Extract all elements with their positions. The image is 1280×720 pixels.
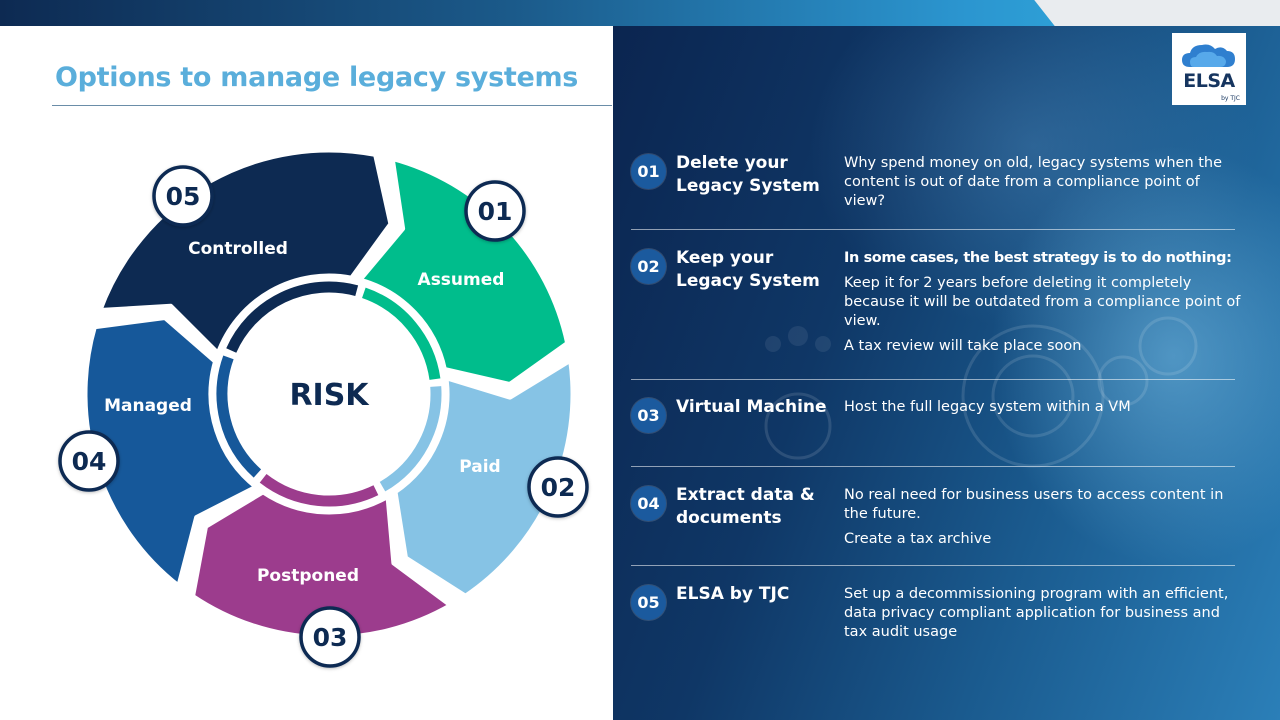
option-description: In some cases, the best strategy is to d… [844, 249, 1244, 358]
divider [631, 466, 1235, 467]
option-lead-text: In some cases, the best strategy is to d… [844, 250, 1232, 266]
segment-label-paid: Paid [459, 457, 500, 477]
option-text: No real need for business users to acces… [844, 487, 1224, 522]
cloud-icon [1182, 44, 1235, 67]
center-label: RISK [289, 378, 370, 413]
badge-03: 03 [299, 606, 361, 668]
svg-text:05: 05 [166, 182, 201, 211]
svg-text:01: 01 [478, 197, 513, 226]
segment-controlled [97, 147, 394, 357]
slide-title: Options to manage legacy systems [55, 62, 579, 93]
segment-label-postponed: Postponed [257, 566, 359, 586]
logo-subtext: by TJC [1221, 95, 1240, 102]
badge-02: 02 [527, 456, 589, 518]
option-text: Host the full legacy system within a VM [844, 399, 1131, 415]
option-badge: 02 [631, 249, 666, 284]
badge-04: 04 [58, 430, 120, 492]
elsa-logo: ELSA by TJC [1172, 33, 1246, 105]
title-underline [52, 105, 612, 106]
option-description: Host the full legacy system within a VM [844, 398, 1244, 419]
segment-controlled-inner-ring [226, 281, 359, 353]
segment-label-controlled: Controlled [188, 239, 288, 259]
option-text: Set up a decommissioning program with an… [844, 586, 1229, 640]
segment-assumed-inner-ring [361, 287, 441, 380]
option-description: Set up a decommissioning program with an… [844, 585, 1244, 644]
segment-label-managed: Managed [104, 396, 192, 416]
segment-postponed-inner-ring [259, 473, 379, 507]
option-title: Extract data & documents [676, 485, 815, 528]
option-title: Delete your Legacy System [676, 153, 820, 196]
option-description: No real need for business users to acces… [844, 486, 1244, 551]
divider [631, 565, 1235, 566]
svg-text:02: 02 [541, 473, 576, 502]
segment-label-assumed: Assumed [418, 270, 505, 290]
badge-01: 01 [464, 180, 526, 242]
divider [631, 229, 1235, 230]
option-title: ELSA by TJC [676, 584, 790, 604]
option-text: A tax review will take place soon [844, 338, 1082, 354]
badge-05: 05 [152, 165, 214, 227]
option-badge: 05 [631, 585, 666, 620]
center-circle [229, 294, 429, 494]
segment-paid-inner-ring [379, 386, 442, 492]
option-title: Virtual Machine [676, 397, 827, 417]
segment-postponed [190, 489, 454, 641]
logo-text: ELSA [1183, 70, 1235, 92]
svg-text:03: 03 [313, 623, 348, 652]
option-description: Why spend money on old, legacy systems w… [844, 154, 1244, 213]
segment-assumed [357, 155, 571, 388]
segment-paid [392, 357, 576, 599]
segment-managed [82, 315, 259, 589]
right-panel: ELSA by TJC 01 Delete your Legacy System… [613, 26, 1280, 720]
segment-managed-inner-ring [216, 355, 262, 478]
top-banner-corner [1034, 0, 1280, 26]
option-text: Why spend money on old, legacy systems w… [844, 155, 1223, 209]
divider [631, 379, 1235, 380]
svg-text:04: 04 [72, 447, 107, 476]
option-badge: 01 [631, 154, 666, 189]
risk-cycle-diagram: RISK Assumed Paid Postponed Managed Cont… [58, 147, 589, 668]
option-badge: 03 [631, 398, 666, 433]
option-title: Keep your Legacy System [676, 248, 820, 291]
option-badge: 04 [631, 486, 666, 521]
option-text: Create a tax archive [844, 531, 992, 547]
option-text: Keep it for 2 years before deleting it c… [844, 275, 1241, 329]
